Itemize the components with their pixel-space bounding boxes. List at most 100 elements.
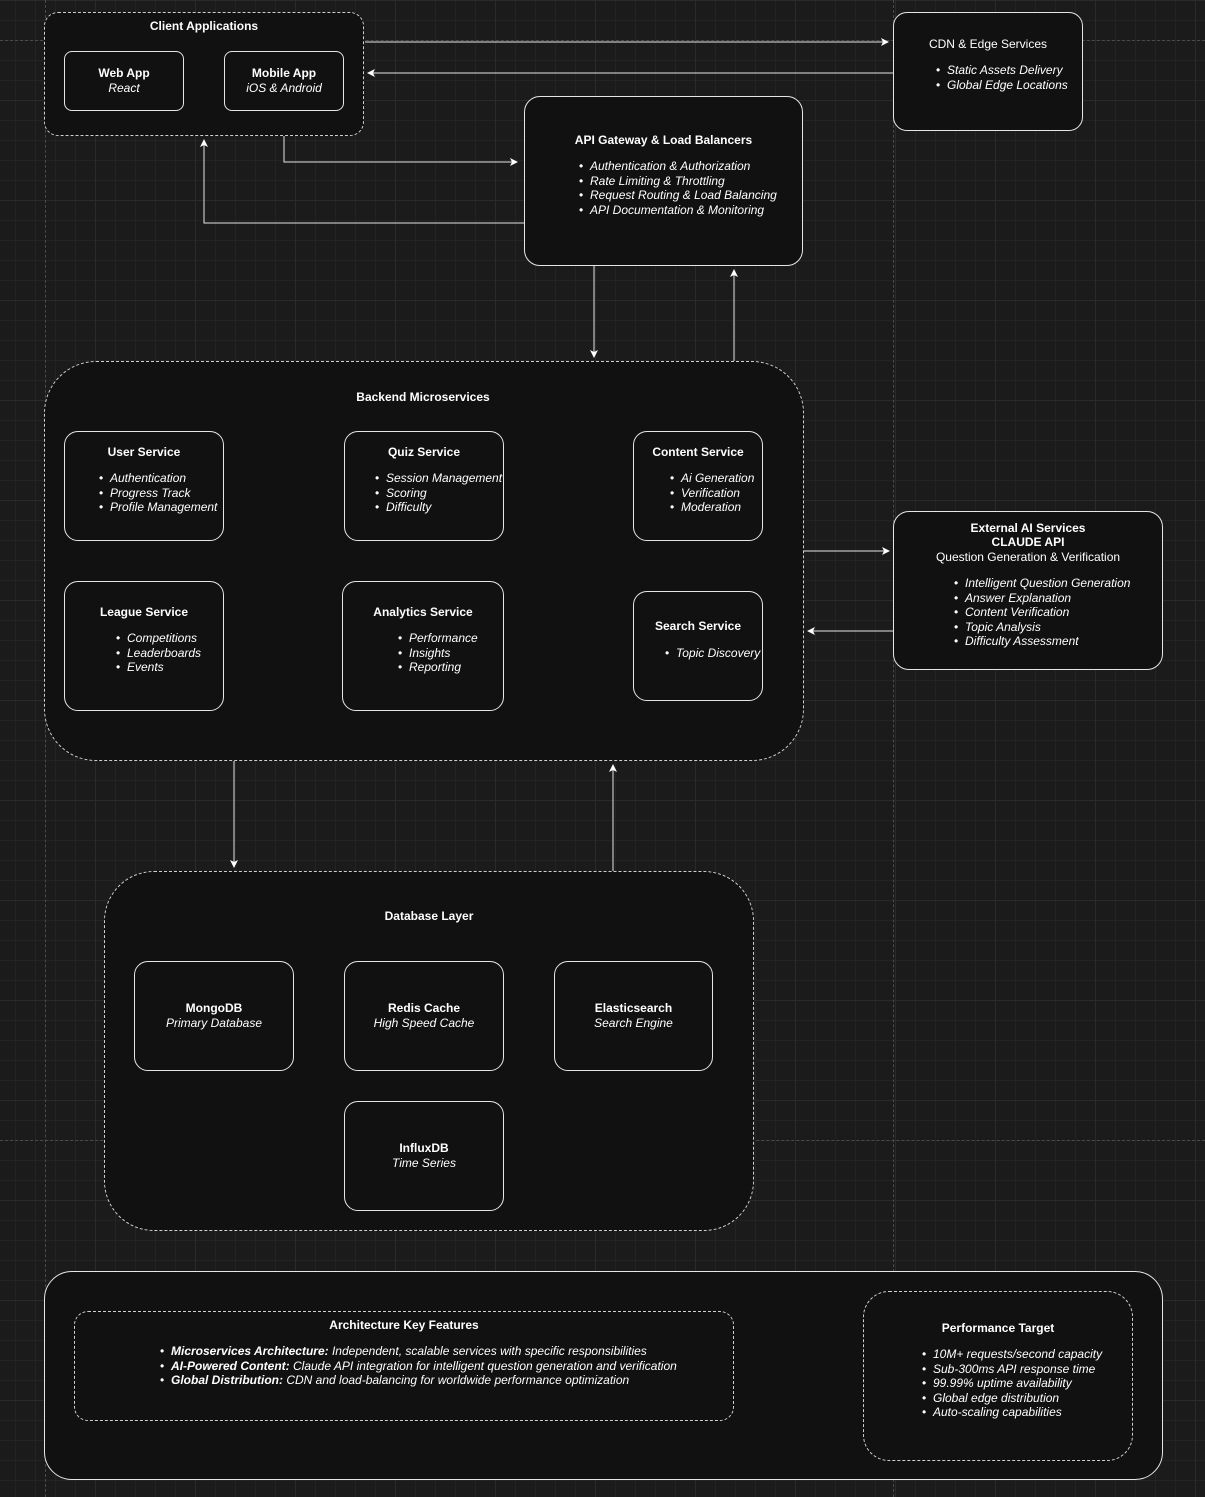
external-ai-services-node[interactable]: External AI Services CLAUDE API Question… — [893, 511, 1163, 670]
feature-text: Claude API integration for intelligent q… — [289, 1358, 677, 1373]
claude-api-label: CLAUDE API — [991, 535, 1065, 549]
api-gateway-node[interactable]: API Gateway & Load Balancers Authenticat… — [524, 96, 803, 266]
list-item: 99.99% uptime availability — [922, 1376, 1102, 1391]
list-item: Intelligent Question Generation — [954, 576, 1130, 591]
list-item: Events — [116, 660, 201, 675]
list-item: Static Assets Delivery — [936, 63, 1068, 78]
league-service-list: Competitions Leaderboards Events — [116, 631, 201, 675]
list-item: Insights — [398, 646, 478, 661]
list-item: API Documentation & Monitoring — [579, 203, 777, 218]
content-service-list: Ai Generation Verification Moderation — [670, 471, 754, 515]
list-item: 10M+ requests/second capacity — [922, 1347, 1102, 1362]
mobile-app-name: Mobile App — [251, 66, 317, 80]
redis-cache-role: High Speed Cache — [373, 1016, 475, 1030]
mongodb-name: MongoDB — [185, 1001, 243, 1015]
analytics-service-list: Performance Insights Reporting — [398, 631, 478, 675]
list-item: Session Management — [375, 471, 502, 486]
connector-clients-to-gateway[interactable] — [283, 136, 518, 166]
list-item: Global Edge Locations — [936, 78, 1068, 93]
mobile-app-node[interactable]: Mobile App iOS & Android — [224, 51, 344, 111]
list-item: AI-Powered Content: Claude API integrati… — [160, 1359, 677, 1374]
key-features-panel[interactable]: Architecture Key Features Microservices … — [74, 1311, 734, 1421]
analytics-service-node[interactable]: Analytics Service Performance Insights R… — [342, 581, 504, 711]
elasticsearch-name: Elasticsearch — [594, 1001, 673, 1015]
user-service-list: Authentication Progress Track Profile Ma… — [99, 471, 217, 515]
list-item: Leaderboards — [116, 646, 201, 661]
search-service-node[interactable]: Search Service Topic Discovery — [633, 591, 763, 701]
api-gateway-list: Authentication & Authorization Rate Limi… — [579, 159, 777, 217]
list-item: Moderation — [670, 500, 754, 515]
web-app-name: Web App — [98, 66, 150, 80]
influxdb-node[interactable]: InfluxDB Time Series — [344, 1101, 504, 1211]
connector-gateway-to-clients[interactable] — [200, 139, 524, 224]
content-service-title: Content Service — [652, 445, 744, 459]
list-item: Difficulty Assessment — [954, 634, 1130, 649]
list-item: Microservices Architecture: Independent,… — [160, 1344, 677, 1359]
cdn-edge-node[interactable]: CDN & Edge Services Static Assets Delive… — [893, 12, 1083, 131]
league-service-node[interactable]: League Service Competitions Leaderboards… — [64, 581, 224, 711]
api-gateway-title: API Gateway & Load Balancers — [574, 133, 753, 147]
list-item: Progress Track — [99, 486, 217, 501]
analytics-service-title: Analytics Service — [373, 605, 473, 619]
content-service-node[interactable]: Content Service Ai Generation Verificati… — [633, 431, 763, 541]
influxdb-name: InfluxDB — [399, 1141, 449, 1155]
list-item: Reporting — [398, 660, 478, 675]
key-features-title: Architecture Key Features — [329, 1318, 479, 1332]
list-item: Authentication — [99, 471, 217, 486]
web-app-node[interactable]: Web App React — [64, 51, 184, 111]
database-layer-title: Database Layer — [384, 909, 474, 923]
feature-label: Microservices Architecture: — [171, 1344, 329, 1358]
external-ai-list: Intelligent Question Generation Answer E… — [954, 576, 1130, 649]
list-item: Sub-300ms API response time — [922, 1362, 1102, 1377]
influxdb-role: Time Series — [392, 1156, 456, 1170]
list-item: Verification — [670, 486, 754, 501]
list-item: Profile Management — [99, 500, 217, 515]
list-item: Answer Explanation — [954, 591, 1130, 606]
list-item: Topic Analysis — [954, 620, 1130, 635]
list-item: Scoring — [375, 486, 502, 501]
external-ai-subtitle: Question Generation & Verification — [935, 550, 1121, 564]
mongodb-role: Primary Database — [165, 1016, 263, 1030]
guide-line-left — [45, 0, 46, 1497]
performance-target-list: 10M+ requests/second capacity Sub-300ms … — [922, 1347, 1102, 1420]
redis-cache-node[interactable]: Redis Cache High Speed Cache — [344, 961, 504, 1071]
list-item: Topic Discovery — [665, 646, 760, 661]
search-service-list: Topic Discovery — [665, 646, 760, 661]
list-item: Request Routing & Load Balancing — [579, 188, 777, 203]
mobile-app-tech: iOS & Android — [246, 81, 322, 95]
list-item: Difficulty — [375, 500, 502, 515]
feature-text: Independent, scalable services with spec… — [328, 1344, 647, 1358]
guide-line-right — [893, 0, 894, 1497]
key-features-list: Microservices Architecture: Independent,… — [160, 1344, 677, 1388]
search-service-title: Search Service — [654, 619, 742, 633]
list-item: Ai Generation — [670, 471, 754, 486]
list-item: Global Distribution: CDN and load-balanc… — [160, 1373, 677, 1388]
quiz-service-node[interactable]: Quiz Service Session Management Scoring … — [344, 431, 504, 541]
list-item: Authentication & Authorization — [579, 159, 777, 174]
feature-text: CDN and load-balancing for worldwide per… — [283, 1373, 630, 1388]
performance-target-title: Performance Target — [941, 1321, 1055, 1335]
user-service-node[interactable]: User Service Authentication Progress Tra… — [64, 431, 224, 541]
elasticsearch-node[interactable]: Elasticsearch Search Engine — [554, 961, 713, 1071]
mongodb-node[interactable]: MongoDB Primary Database — [134, 961, 294, 1071]
feature-label: AI-Powered Content: — [171, 1358, 290, 1373]
cdn-edge-title: CDN & Edge Services — [928, 37, 1048, 51]
list-item: Global edge distribution — [922, 1391, 1102, 1406]
cdn-edge-list: Static Assets Delivery Global Edge Locat… — [936, 63, 1068, 92]
quiz-service-title: Quiz Service — [387, 445, 461, 459]
external-ai-title: External AI Services — [970, 521, 1086, 535]
list-item: Competitions — [116, 631, 201, 646]
user-service-title: User Service — [107, 445, 181, 459]
list-item: Performance — [398, 631, 478, 646]
backend-microservices-title: Backend Microservices — [356, 390, 490, 404]
league-service-title: League Service — [99, 605, 189, 619]
redis-cache-name: Redis Cache — [387, 1001, 461, 1015]
elasticsearch-role: Search Engine — [594, 1016, 673, 1030]
guide-line-top — [0, 40, 1205, 41]
performance-target-panel[interactable]: Performance Target 10M+ requests/second … — [863, 1291, 1133, 1461]
feature-label: Global Distribution: — [171, 1373, 283, 1388]
web-app-tech: React — [108, 81, 140, 95]
list-item: Rate Limiting & Throttling — [579, 174, 777, 189]
list-item: Content Verification — [954, 605, 1130, 620]
